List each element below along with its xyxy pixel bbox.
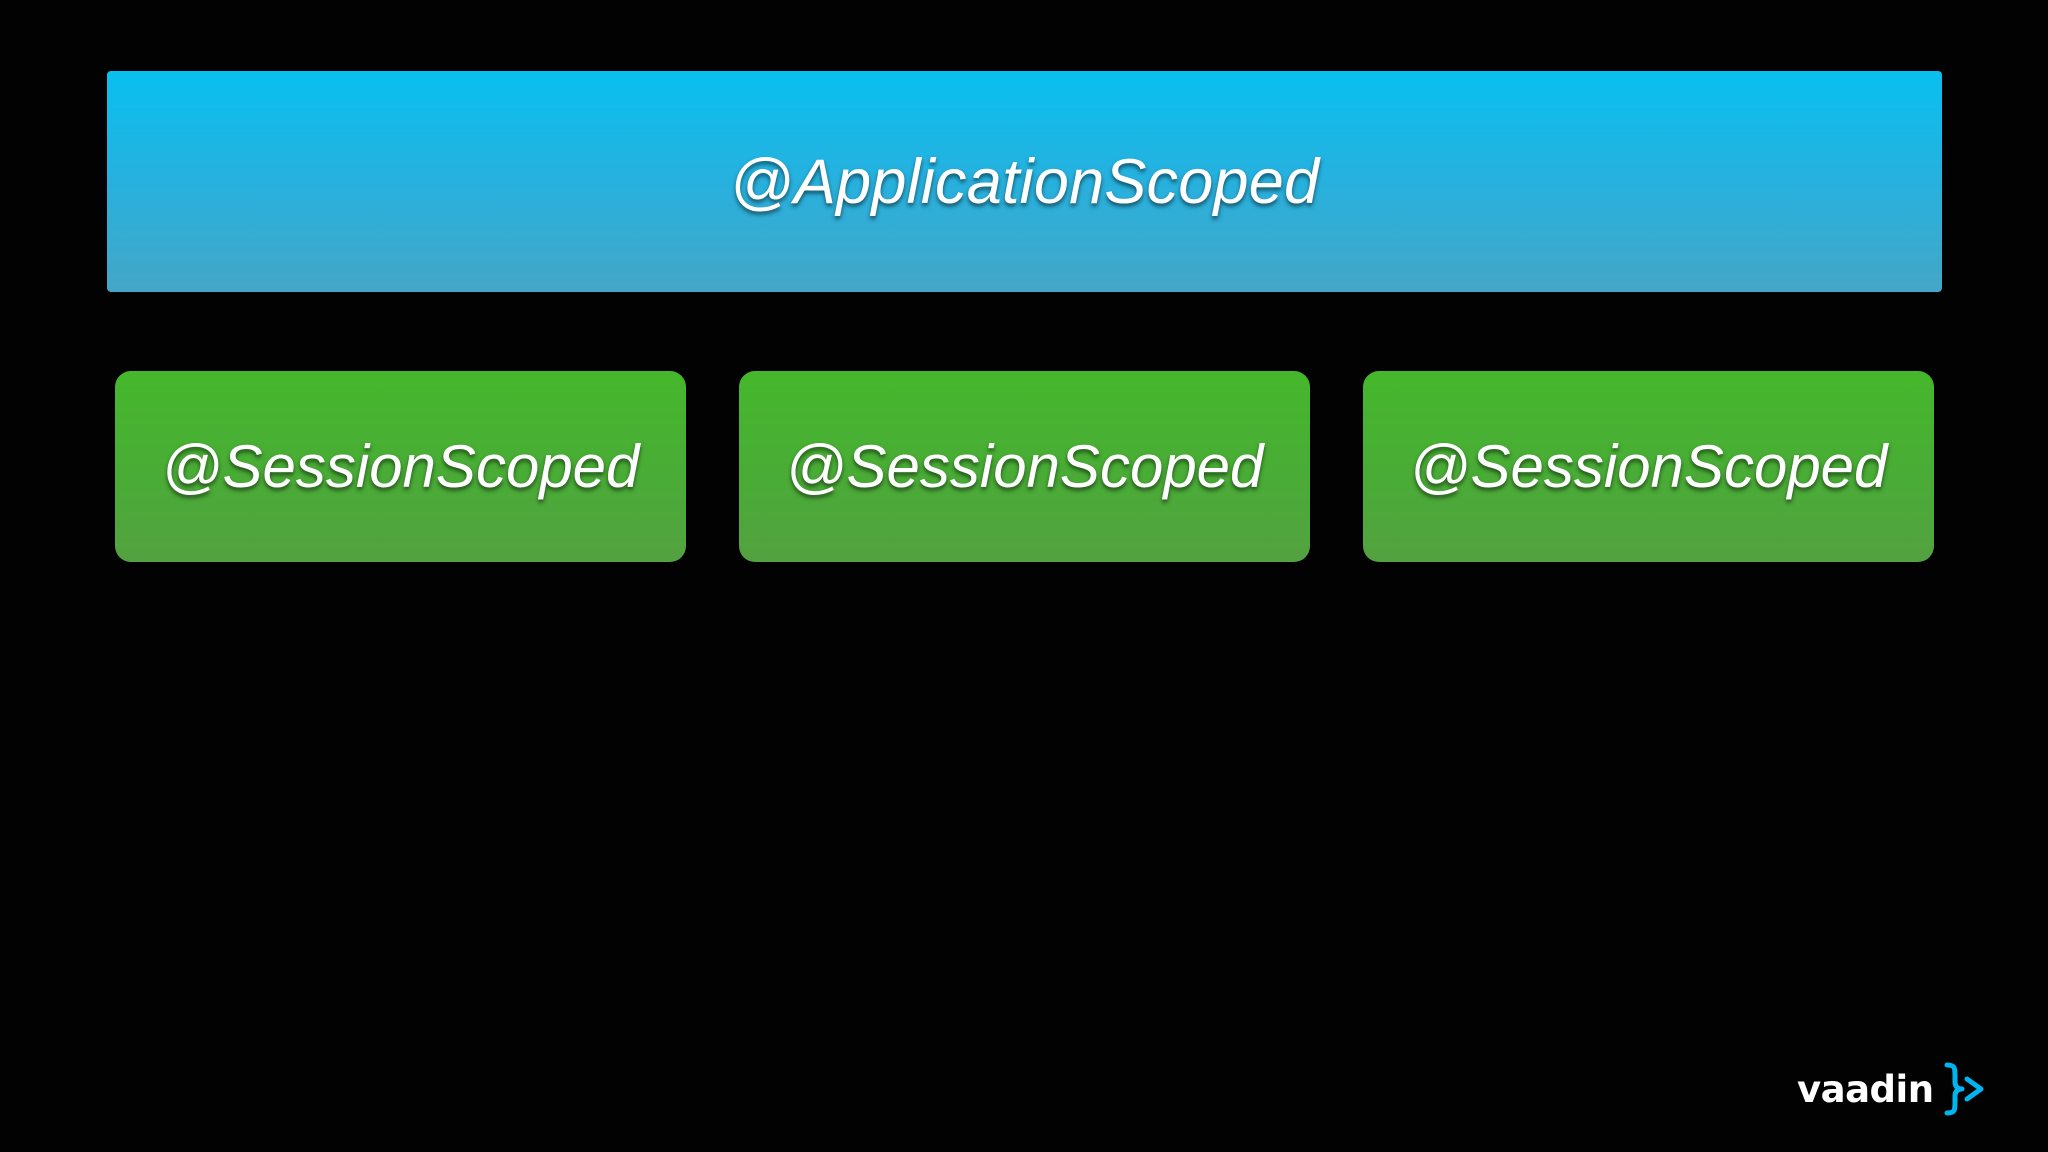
session-scoped-label-3: @SessionScoped — [1409, 433, 1888, 500]
session-scoped-box-3: @SessionScoped — [1363, 371, 1934, 562]
vaadin-brace-arrow-icon — [1944, 1062, 1984, 1116]
session-scoped-label-2: @SessionScoped — [785, 433, 1264, 500]
application-scoped-label: @ApplicationScoped — [729, 146, 1320, 217]
session-scoped-label-1: @SessionScoped — [161, 433, 640, 500]
session-scoped-box-2: @SessionScoped — [739, 371, 1310, 562]
session-scoped-box-1: @SessionScoped — [115, 371, 686, 562]
vaadin-wordmark: vaadin — [1797, 1067, 1934, 1111]
vaadin-logo: vaadin — [1797, 1062, 1999, 1116]
application-scoped-box: @ApplicationScoped — [107, 71, 1942, 292]
